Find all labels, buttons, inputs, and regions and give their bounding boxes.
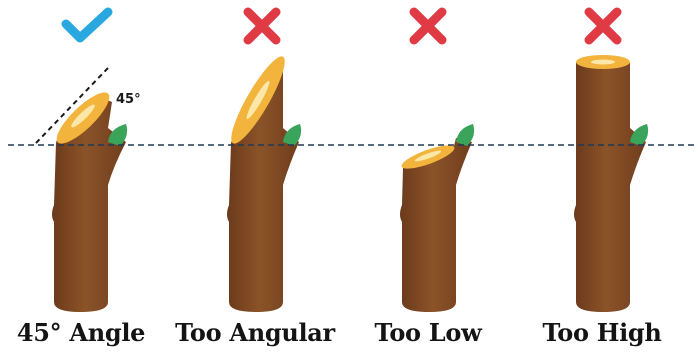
panel-too-high: [574, 7, 649, 312]
bud-icon: [108, 124, 128, 146]
bud-icon: [283, 124, 302, 146]
panel-45-angle: [35, 7, 128, 312]
cross-icon: [243, 7, 281, 45]
cross-icon: [584, 7, 622, 45]
cut-highlight: [591, 59, 615, 65]
bud-icon: [456, 124, 475, 146]
cross-icon: [409, 7, 447, 45]
caption-too-low: Too Low: [374, 318, 482, 347]
caption-too-angular: Too Angular: [175, 318, 335, 347]
panel-too-low: [400, 7, 475, 312]
checkmark-icon: [61, 7, 113, 43]
caption-too-high: Too High: [542, 318, 662, 347]
stem: [574, 62, 646, 312]
angle-label: 45°: [116, 92, 141, 107]
cut-highlight: [246, 80, 270, 120]
caption-45-angle: 45° Angle: [16, 318, 146, 347]
panel-too-angular: [227, 7, 302, 313]
stem: [52, 100, 126, 312]
cut-highlight: [71, 104, 95, 128]
bud-icon: [630, 124, 649, 146]
stem: [400, 138, 472, 312]
cut-highlight: [414, 150, 442, 162]
